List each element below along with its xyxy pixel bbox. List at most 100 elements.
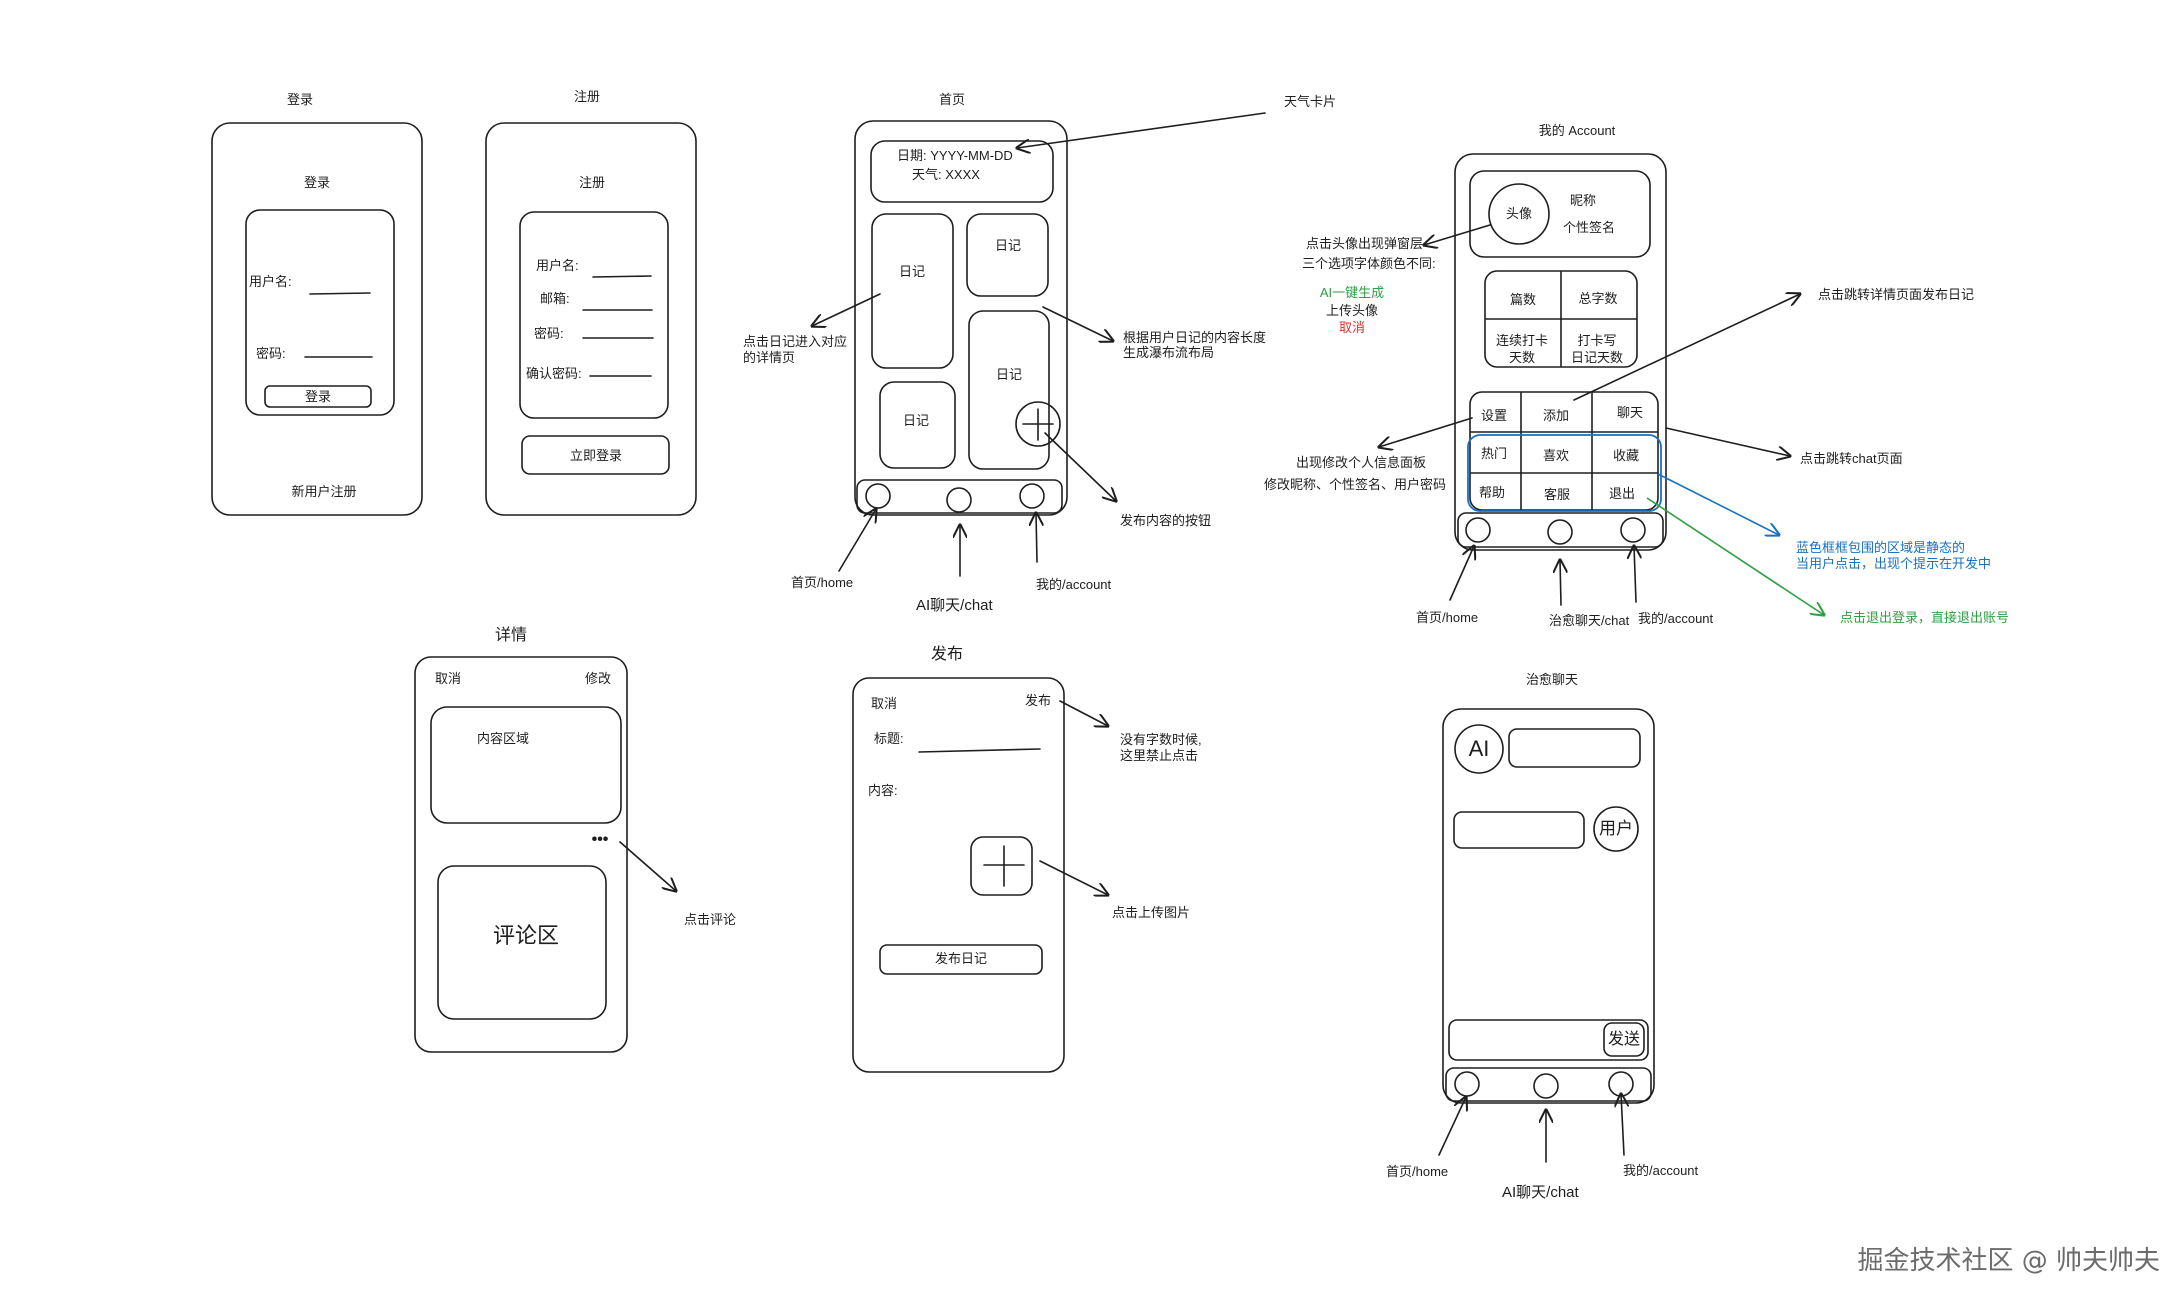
user-avatar: 用户 — [1599, 819, 1633, 838]
arrow-nav-home — [838, 509, 876, 572]
account-nav-account-label: 我的/account — [1638, 611, 1714, 626]
login-button-box[interactable] — [264, 385, 372, 408]
register-username-underline — [592, 275, 652, 278]
more-icon[interactable]: ••• — [591, 831, 609, 848]
menu-add[interactable]: 添加 — [1542, 408, 1570, 423]
arrow-comment — [619, 841, 676, 891]
home-nav-chat-label: AI聊天/chat — [916, 597, 993, 614]
stat-words: 总字数 — [1578, 291, 1618, 306]
arrow-chat-page — [1665, 427, 1790, 456]
menu-chat[interactable]: 聊天 — [1616, 405, 1644, 420]
chat-page-note: 点击跳转chat页面 — [1800, 451, 1903, 466]
avatar-popup-note-1: 点击头像出现弹窗层 — [1306, 236, 1424, 251]
diary-card-3[interactable] — [968, 310, 1050, 470]
login-phone-frame — [211, 122, 423, 516]
arrow-weather-card — [1017, 112, 1266, 148]
menu-like[interactable]: 喜欢 — [1542, 448, 1570, 463]
detail-frame-title: 详情 — [494, 627, 528, 644]
arrow-chat-nav-account — [1621, 1094, 1624, 1156]
avatar-label[interactable]: 头像 — [1505, 206, 1533, 221]
weather-card — [870, 140, 1054, 203]
account-nav-account-icon[interactable] — [1620, 517, 1646, 543]
register-frame-title: 注册 — [573, 89, 601, 104]
logout-note: 点击退出登录，直接退出账号 — [1840, 610, 2010, 625]
diary-card-1-label: 日记 — [898, 264, 926, 279]
detail-phone-frame — [414, 656, 628, 1053]
arrow-upload — [1039, 860, 1108, 895]
publish-diary-button[interactable]: 发布日记 — [934, 951, 988, 966]
publish-cancel[interactable]: 取消 — [871, 696, 898, 711]
register-form-card — [519, 211, 669, 419]
diary-card-4-label: 日记 — [902, 413, 930, 428]
send-button-box[interactable] — [1603, 1022, 1645, 1057]
menu-help[interactable]: 帮助 — [1478, 485, 1506, 500]
login-button[interactable]: 登录 — [304, 389, 332, 404]
avatar-popup-note-2: 三个选项字体颜色不同: — [1302, 256, 1436, 271]
diary-card-2[interactable] — [966, 213, 1049, 297]
register-phone-frame — [485, 122, 697, 516]
arrow-waterfall — [1042, 306, 1113, 341]
home-nav-chat-icon[interactable] — [946, 487, 972, 513]
publish-content-label: 内容: — [868, 783, 898, 798]
home-nav-account-icon[interactable] — [1019, 483, 1045, 509]
chat-input-box[interactable] — [1448, 1019, 1649, 1061]
login-username-label: 用户名: — [249, 274, 292, 289]
account-bottom-nav — [1457, 512, 1664, 548]
weather-card-note: 天气卡片 — [1284, 94, 1337, 109]
edit-profile-note-2: 修改昵称、个性签名、用户密码 — [1264, 477, 1447, 492]
user-message-bubble — [1453, 811, 1585, 849]
menu-hot[interactable]: 热门 — [1480, 446, 1508, 461]
arrow-nav-account — [1036, 513, 1037, 563]
chat-nav-account-label: 我的/account — [1623, 1163, 1699, 1178]
weather-date: 日期: YYYY-MM-DD — [897, 148, 1013, 163]
diary-card-1[interactable] — [871, 213, 954, 369]
chat-nav-account-icon[interactable] — [1608, 1071, 1634, 1097]
detail-comments[interactable]: 评论区 — [492, 923, 560, 948]
detail-cancel[interactable]: 取消 — [435, 671, 462, 686]
arrow-logout — [1646, 497, 1824, 615]
menu-favorite[interactable]: 收藏 — [1612, 448, 1640, 463]
chat-frame-title: 治愈聊天 — [1525, 672, 1579, 687]
watermark: 掘金技术社区 @ 帅夫帅夫 — [1857, 1246, 2160, 1276]
nickname-label: 昵称 — [1570, 193, 1597, 208]
diary-card-3-label: 日记 — [995, 367, 1023, 382]
menu-service[interactable]: 客服 — [1543, 487, 1571, 502]
avatar-circle[interactable] — [1488, 183, 1550, 245]
account-nav-home-label: 首页/home — [1416, 610, 1479, 625]
arrow-account-nav-chat — [1560, 560, 1561, 606]
account-nav-home-icon[interactable] — [1465, 517, 1491, 543]
user-avatar-circle — [1593, 806, 1639, 852]
menu-grid — [1469, 391, 1659, 511]
menu-settings[interactable]: 设置 — [1480, 408, 1508, 423]
account-nav-chat-label: 治愈聊天/chat — [1549, 613, 1630, 628]
arrow-diary-detail — [812, 293, 881, 326]
chat-nav-home-icon[interactable] — [1454, 1071, 1480, 1097]
arrow-avatar-popup — [1424, 224, 1491, 245]
account-nav-chat-icon[interactable] — [1547, 519, 1573, 545]
menu-logout[interactable]: 退出 — [1608, 486, 1636, 501]
publish-submit-box[interactable] — [879, 944, 1043, 975]
register-username-label: 用户名: — [536, 258, 579, 273]
stat-posts: 篇数 — [1509, 292, 1537, 307]
publish-submit[interactable]: 发布 — [1025, 693, 1052, 708]
send-button[interactable]: 发送 — [1607, 1031, 1641, 1048]
register-submit-box[interactable] — [521, 435, 670, 475]
publish-fab-icon[interactable] — [1015, 401, 1061, 447]
disabled-note-1: 没有字数时候, — [1120, 732, 1202, 747]
chat-nav-home-label: 首页/home — [1386, 1164, 1449, 1179]
register-submit-button[interactable]: 立即登录 — [569, 448, 623, 463]
detail-comments-box[interactable] — [437, 865, 607, 1020]
register-link[interactable]: 新用户注册 — [291, 484, 357, 499]
detail-edit[interactable]: 修改 — [585, 671, 612, 686]
diary-detail-note-2: 的详情页 — [743, 350, 796, 365]
login-password-label: 密码: — [256, 346, 286, 361]
profile-card — [1469, 170, 1651, 258]
home-nav-home-icon[interactable] — [865, 483, 891, 509]
diary-card-4[interactable] — [879, 381, 956, 469]
diary-card-2-label: 日记 — [994, 238, 1022, 253]
home-frame-title: 首页 — [938, 92, 966, 107]
chat-nav-chat-icon[interactable] — [1533, 1073, 1559, 1099]
arrow-disabled — [1059, 700, 1108, 726]
upload-image-box[interactable] — [970, 836, 1033, 896]
